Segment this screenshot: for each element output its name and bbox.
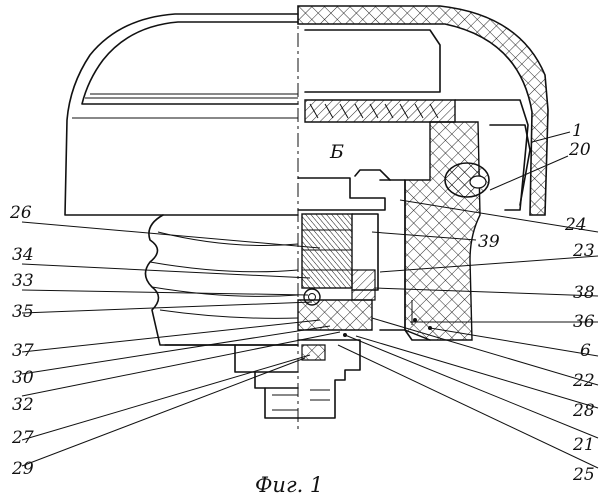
- callout-labels: 1 20 26 24 39 23 34 33 38 35 36 37 6 30 …: [9, 121, 595, 485]
- chamber-label: Б: [329, 141, 344, 163]
- callout-23: 23: [572, 241, 595, 261]
- callout-38: 38: [573, 283, 595, 303]
- callout-32: 32: [12, 395, 34, 415]
- cap-section: [297, 5, 549, 419]
- spring: [301, 213, 353, 289]
- callout-27: 27: [11, 428, 34, 448]
- callout-22: 22: [572, 371, 595, 391]
- callout-25: 25: [572, 465, 595, 485]
- callout-39: 39: [478, 232, 500, 252]
- callout-26: 26: [9, 203, 32, 223]
- callout-35: 35: [12, 302, 34, 322]
- callout-24: 24: [564, 215, 587, 235]
- figure-caption: Фиг. 1: [255, 473, 323, 497]
- callout-6: 6: [580, 341, 591, 361]
- threaded-neck: [144, 214, 299, 419]
- callout-33: 33: [12, 271, 34, 291]
- callout-21: 21: [572, 435, 595, 455]
- callout-30: 30: [12, 368, 34, 388]
- cap-exterior: [64, 13, 299, 216]
- callout-28: 28: [572, 401, 595, 421]
- leader-lines: [21, 131, 599, 469]
- callout-36: 36: [573, 312, 595, 332]
- callout-1: 1: [572, 121, 583, 141]
- callout-37: 37: [12, 341, 34, 361]
- callout-20: 20: [568, 140, 591, 160]
- callout-34: 34: [12, 245, 34, 265]
- callout-29: 29: [11, 459, 34, 479]
